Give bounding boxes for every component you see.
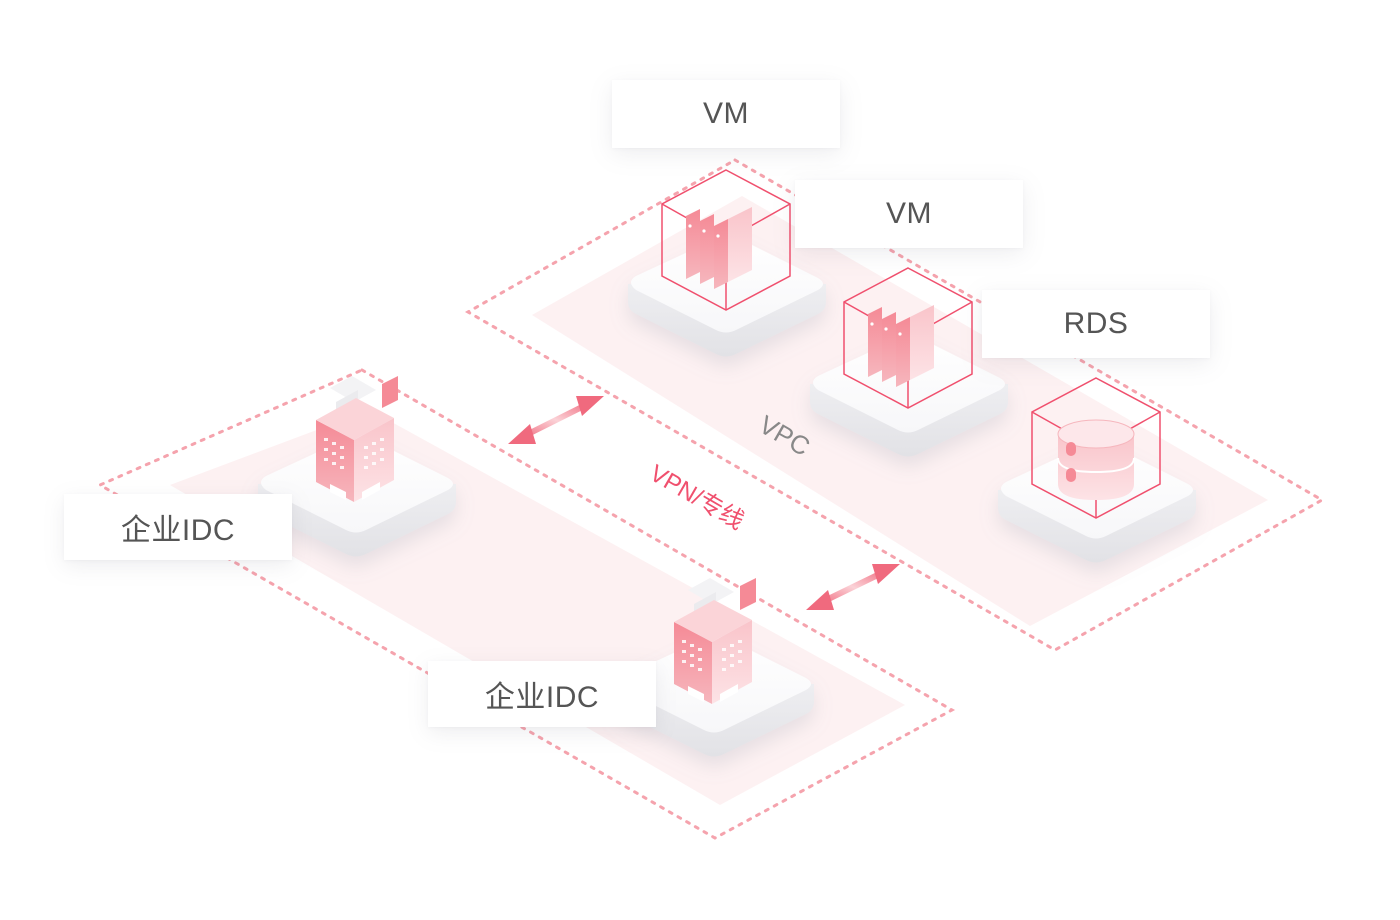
rds-node: [998, 377, 1196, 563]
idc-label-2: 企业IDC: [484, 681, 600, 714]
double-arrow-icon: [806, 564, 900, 610]
idc-label-card-1: 企业IDC: [64, 494, 292, 560]
vm-node-1: [628, 169, 826, 357]
double-arrow-icon: [508, 396, 604, 444]
server-cube-icon: [843, 267, 973, 409]
vpc-zone-border: [464, 158, 1326, 652]
idc-node-2: [616, 578, 814, 757]
link-zone-label: VPN/专线: [645, 460, 749, 535]
idc-node-1: [258, 376, 456, 557]
idc-label-card-2: 企业IDC: [428, 661, 656, 727]
server-cube-icon: [661, 169, 791, 311]
idc-label-1: 企业IDC: [120, 514, 236, 547]
database-cube-icon: [1031, 377, 1161, 519]
vm-label-2: VM: [886, 197, 932, 230]
vm-label-1: VM: [703, 97, 749, 130]
rds-label: RDS: [1063, 307, 1129, 340]
vm-label-card-1: VM: [612, 80, 840, 148]
vm-label-card-2: VM: [795, 180, 1023, 248]
office-building-icon: [674, 578, 756, 704]
vm-node-2: [810, 267, 1008, 457]
office-building-icon: [316, 376, 398, 502]
rds-label-card: RDS: [982, 290, 1210, 358]
